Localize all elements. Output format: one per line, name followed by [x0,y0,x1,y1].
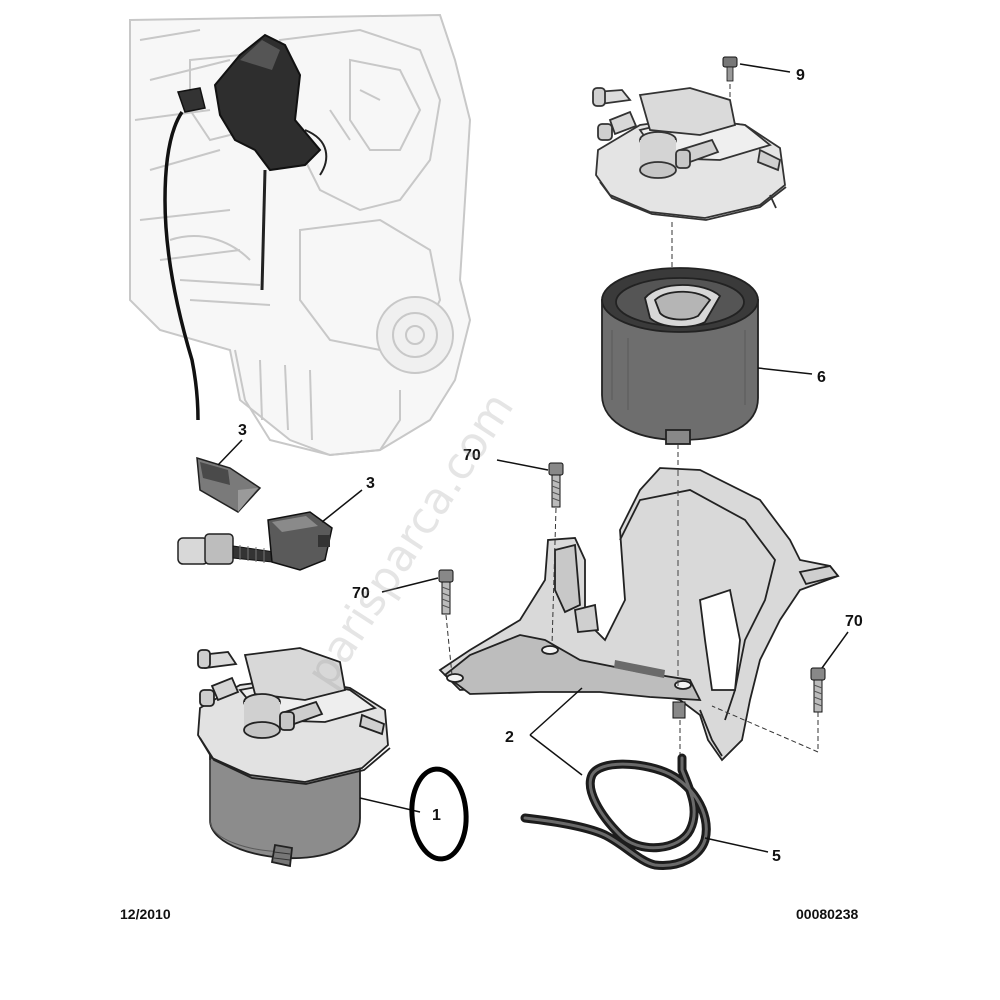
part-70-bolt-a [548,462,564,508]
part-70-bolt-b [438,569,454,615]
callout-2: 2 [505,729,514,746]
callout-3-clip: 3 [238,422,247,439]
diagram-reference: 00080238 [796,906,859,922]
leader-70c [821,631,849,669]
leader-3b [321,489,363,523]
callout-6: 6 [817,369,826,386]
part-1-filter-assembly [197,647,391,868]
leader-70a [496,459,549,471]
callout-70-left: 70 [352,585,370,602]
callout-9: 9 [796,67,805,84]
callout-70-upper: 70 [463,447,481,464]
part-3-clip [196,456,262,513]
callout-5: 5 [772,848,781,865]
part-3-connector [177,511,333,571]
leader-5 [704,837,769,853]
harness-cable [163,111,200,421]
leader-2-upper [529,687,583,736]
leader-70b [381,577,439,593]
part-2-bracket [438,467,840,762]
leader-6 [757,367,813,375]
callout-3-connector: 3 [366,475,375,492]
leader-3a [217,439,243,466]
part-5-hose [520,753,711,870]
leader-2-lower [529,734,583,776]
callout-70-right: 70 [845,613,863,630]
leader-9 [739,63,791,73]
callout-1: 1 [432,807,441,824]
highlight-ellipse [409,766,469,862]
part-9-screw [722,56,738,82]
engine-actuator [177,33,328,291]
part-6-filter-cartridge [601,267,759,445]
part-70-bolt-c [810,667,826,713]
diagram-date: 12/2010 [120,906,171,922]
filter-head-top [592,87,787,221]
